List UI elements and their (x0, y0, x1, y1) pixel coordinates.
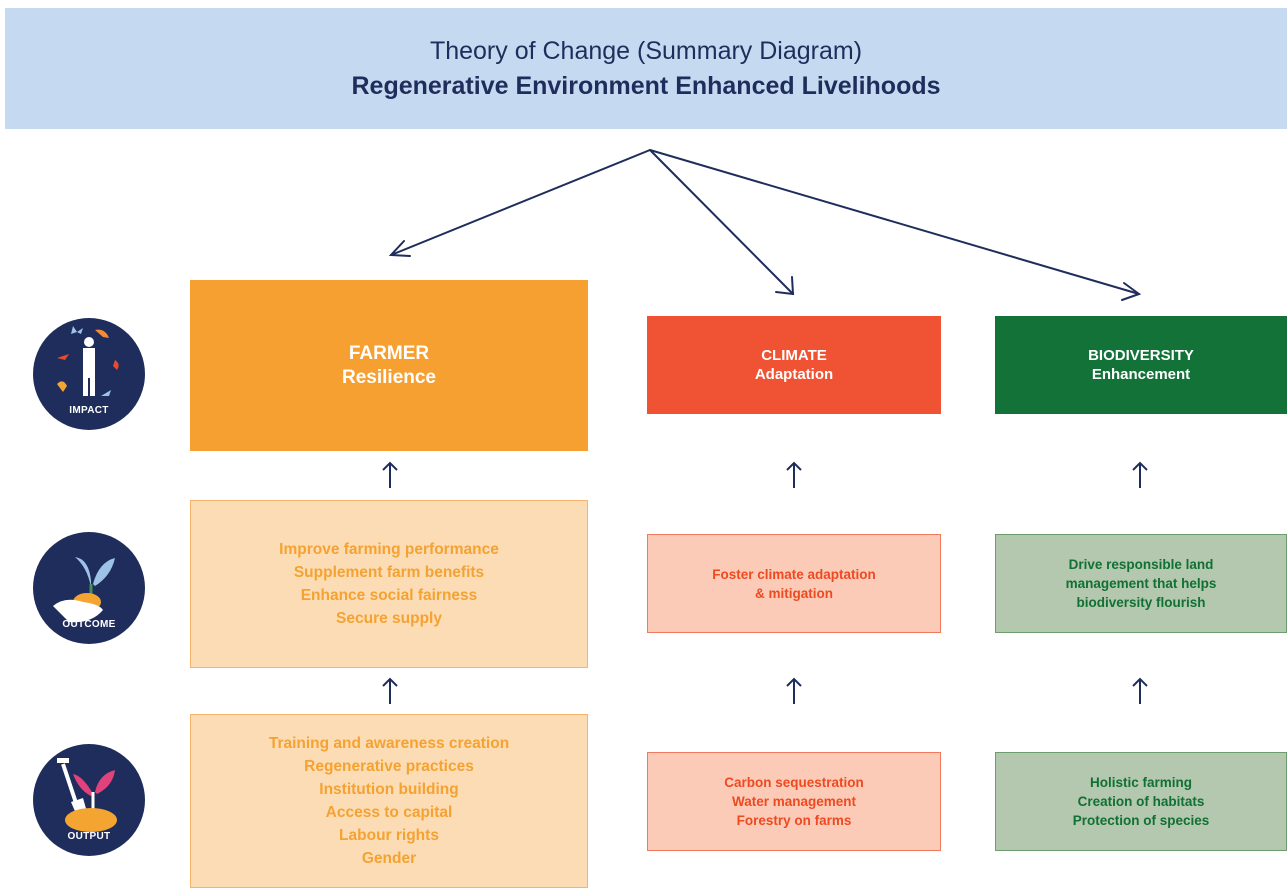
biodiversity-impact-subtitle: Enhancement (1091, 366, 1191, 383)
farmer-impact-box: FARMER Resilience (190, 280, 588, 451)
output-circle: OUTPUT (33, 744, 145, 856)
diagram-header: Theory of Change (Summary Diagram) Regen… (5, 8, 1287, 129)
farmer-output-item: Regenerative practices (304, 758, 474, 775)
biodiversity-outcome-line: Drive responsible land (1068, 557, 1214, 572)
biodiversity-impact-box: BIODIVERSITY Enhancement (995, 316, 1287, 414)
climate-output-item: Forestry on farms (736, 813, 852, 828)
farmer-impact-title: FARMER (348, 342, 430, 364)
arrowhead-farmer (388, 240, 411, 257)
up-arrow-icon (1132, 677, 1148, 704)
farmer-output-item: Access to capital (325, 804, 453, 821)
diagram-subtitle: Regenerative Environment Enhanced Liveli… (351, 71, 941, 100)
climate-output-item: Water management (731, 794, 857, 809)
up-arrow-icon (786, 677, 802, 704)
climate-impact-subtitle: Adaptation (754, 366, 834, 383)
biodiversity-outcome-line: biodiversity flourish (1076, 595, 1206, 610)
farmer-output-item: Institution building (319, 781, 459, 798)
farmer-output-item: Training and awareness creation (268, 735, 510, 752)
diagram-title: Theory of Change (Summary Diagram) (429, 36, 863, 65)
arrowhead-biodiversity (1121, 282, 1142, 301)
impact-label: IMPACT (69, 405, 109, 416)
farmer-outcome-item: Enhance social fairness (300, 587, 478, 604)
hand-holding-plant-icon (53, 557, 115, 623)
arrow-to-climate (649, 149, 794, 295)
farmer-outcome-item: Supplement farm benefits (293, 564, 485, 581)
climate-impact-box: CLIMATE Adaptation (647, 316, 941, 414)
up-arrow-icon (1132, 461, 1148, 488)
outcome-label: OUTCOME (62, 619, 116, 630)
farmer-outcome-item: Secure supply (336, 610, 442, 627)
biodiversity-outcome-line: management that helps (1065, 576, 1217, 591)
farmer-outcome-box: Improve farming performance Supplement f… (190, 500, 588, 668)
shovel-and-sprouts-icon (57, 758, 117, 832)
biodiversity-output-box: Holistic farming Creation of habitats Pr… (995, 752, 1287, 851)
up-arrow-icon (382, 677, 398, 704)
arrow-to-biodiversity (649, 149, 1140, 295)
biodiversity-impact-title: BIODIVERSITY (1088, 347, 1194, 364)
arrow-to-farmer (390, 149, 651, 256)
arrowhead-climate (775, 276, 795, 296)
climate-output-box: Carbon sequestration Water management Fo… (647, 752, 941, 851)
climate-outcome-line: Foster climate adaptation (712, 566, 876, 582)
up-arrow-icon (786, 461, 802, 488)
climate-output-item: Carbon sequestration (724, 775, 864, 790)
farmer-output-item: Labour rights (339, 827, 439, 844)
up-arrow-icon (382, 461, 398, 488)
farmer-output-box: Training and awareness creation Regenera… (190, 714, 588, 888)
biodiversity-outcome-box: Drive responsible land management that h… (995, 534, 1287, 633)
farmer-impact-subtitle: Resilience (342, 366, 436, 388)
biodiversity-output-item: Creation of habitats (1077, 794, 1205, 809)
biodiversity-output-item: Protection of species (1072, 813, 1210, 828)
biodiversity-output-item: Holistic farming (1089, 775, 1192, 790)
farmer-output-item: Gender (361, 850, 417, 867)
impact-circle: IMPACT (33, 318, 145, 430)
climate-impact-title: CLIMATE (761, 347, 827, 364)
climate-outcome-line: & mitigation (755, 585, 833, 601)
farmer-outcome-item: Improve farming performance (279, 541, 499, 558)
person-with-animals-icon (57, 326, 119, 396)
outcome-circle: OUTCOME (33, 532, 145, 644)
climate-outcome-box: Foster climate adaptation & mitigation (647, 534, 941, 633)
output-label: OUTPUT (67, 831, 111, 842)
